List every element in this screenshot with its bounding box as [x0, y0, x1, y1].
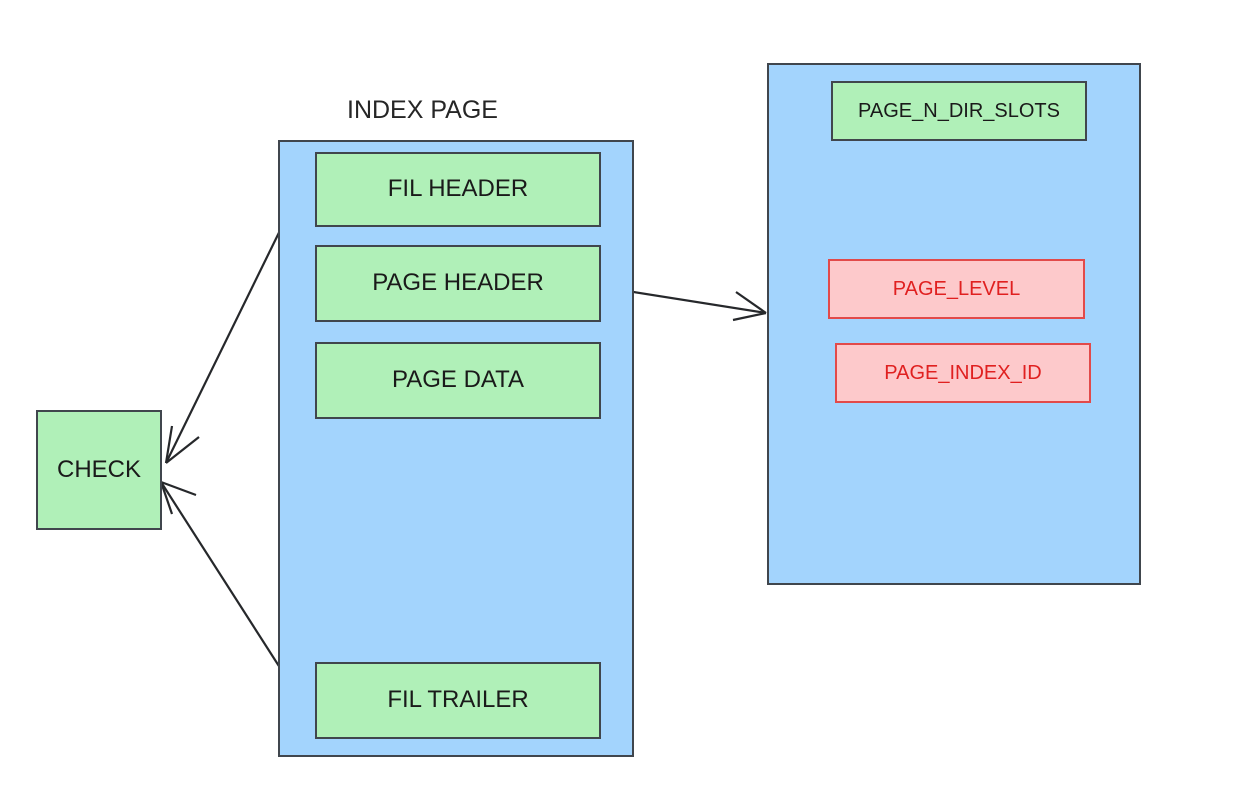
edge-fil-header-to-check — [164, 203, 294, 464]
check-node[interactable]: CHECK — [36, 410, 162, 530]
field-page-level[interactable]: PAGE_LEVEL — [828, 259, 1085, 319]
page-title: INDEX PAGE — [347, 96, 498, 124]
section-page-data[interactable]: PAGE DATA — [315, 342, 601, 419]
field-page-index-id[interactable]: PAGE_INDEX_ID — [835, 343, 1091, 403]
field-page-n-dir-slots[interactable]: PAGE_N_DIR_SLOTS — [831, 81, 1087, 141]
index-page-panel — [278, 140, 634, 757]
section-fil-header[interactable]: FIL HEADER — [315, 152, 601, 227]
page-header-detail-panel — [767, 63, 1141, 585]
section-fil-trailer[interactable]: FIL TRAILER — [315, 662, 601, 739]
section-page-header[interactable]: PAGE HEADER — [315, 245, 601, 322]
